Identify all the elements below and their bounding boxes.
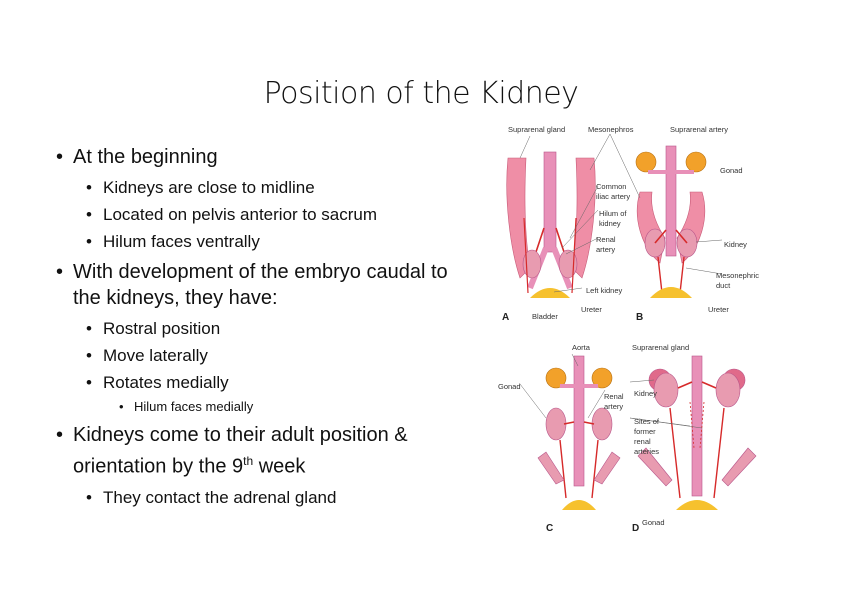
sub-bullet: Rotates medially [86, 369, 476, 396]
label-mesonephric-duct: duct [716, 281, 731, 290]
label-common-iliac-artery: iliac artery [596, 192, 630, 201]
sub-sub-bullet: Hilum faces medially [119, 396, 476, 418]
label-kidney: Kidney [724, 240, 747, 249]
panel-c-drawing [537, 355, 621, 510]
label-suprarenal-gland: Suprarenal gland [632, 343, 689, 352]
label-suprarenal-gland: Suprarenal gland [508, 125, 565, 134]
label-kidney: Kidney [634, 389, 657, 398]
label-hilum: Hilum of [599, 209, 627, 218]
label-sites-of-former-renal-arteries: former [634, 427, 656, 436]
label-suprarenal-artery: Suprarenal artery [670, 125, 728, 134]
label-sites-of-former-renal-arteries: arteries [634, 447, 659, 456]
label-mesonephric-duct: Mesonephric [716, 271, 759, 280]
label-common-iliac-artery: Common [596, 182, 626, 191]
panel-label-d: D [632, 523, 639, 534]
sub-bullet: Located on pelvis anterior to sacrum [86, 201, 476, 228]
panel-label-a: A [502, 312, 509, 323]
panel-d-drawing [637, 355, 757, 510]
label-sites-of-former-renal-arteries: Sites of [634, 417, 660, 426]
panel-label-b: B [636, 312, 643, 323]
bullet-adult-position: Kidneys come to their adult position & o… [56, 422, 476, 480]
label-aorta: Aorta [572, 343, 591, 352]
sub-bullet: Rostral position [86, 315, 476, 342]
sub-bullet: They contact the adrenal gland [86, 484, 476, 511]
label-renal-artery: Renal [604, 392, 624, 401]
label-renal-artery: Renal [596, 235, 616, 244]
label-gonad: Gonad [720, 166, 743, 175]
panel-a-drawing [506, 151, 596, 298]
label-gonad: Gonad [498, 382, 521, 391]
label-ureter: Ureter [581, 305, 602, 314]
panel-b-drawing [635, 145, 707, 298]
label-mesonephros: Mesonephros [588, 125, 634, 134]
sub-bullet: Kidneys are close to midline [86, 174, 476, 201]
bullet-text: week [253, 455, 306, 478]
label-ureter: Ureter [708, 305, 729, 314]
bullet-beginning: At the beginning [56, 144, 476, 170]
panel-label-c: C [546, 523, 553, 534]
sub-bullet: Move laterally [86, 342, 476, 369]
bullet-development: With development of the embryo caudal to… [56, 259, 476, 311]
sub-bullet: Hilum faces ventrally [86, 228, 476, 255]
label-bladder: Bladder [532, 312, 558, 321]
label-left-kidney: Left kidney [586, 286, 623, 295]
bullet-list: At the beginning Kidneys are close to mi… [56, 144, 476, 511]
label-gonad: Gonad [642, 518, 665, 527]
kidney-development-figure: Suprarenal gland Mesonephros Suprarenal … [498, 125, 759, 534]
label-renal-artery: artery [596, 245, 615, 254]
slide-title: Position of the Kidney [263, 76, 579, 111]
superscript: th [243, 454, 254, 468]
label-hilum: kidney [599, 219, 621, 228]
leader-lines [519, 133, 723, 429]
label-renal-artery: artery [604, 402, 623, 411]
bullet-text: Kidneys come to their adult position & o… [73, 424, 408, 478]
label-sites-of-former-renal-arteries: renal [634, 437, 651, 446]
